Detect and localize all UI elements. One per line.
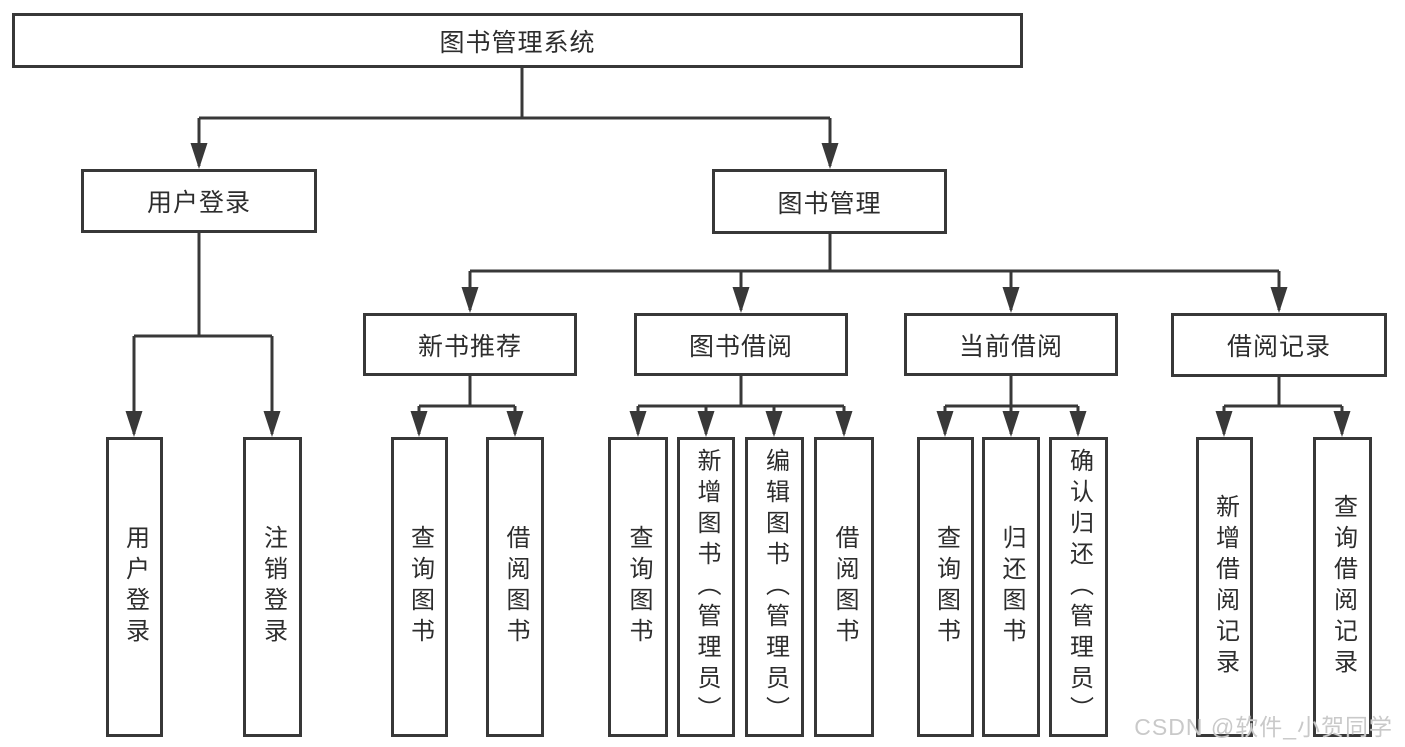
node-user-login: 用户登录: [81, 169, 317, 233]
leaf-nb-query-books: 查询图书: [391, 437, 448, 737]
leaf-user-login: 用户登录: [106, 437, 163, 737]
leaf-br-query-borrow-record-label: 查询借阅记录: [1329, 494, 1357, 680]
connector-book-borrow-group: [636, 376, 846, 434]
leaf-br-add-borrow-record: 新增借阅记录: [1196, 437, 1253, 737]
leaf-logout: 注销登录: [243, 437, 302, 737]
node-book-management-label: 图书管理: [777, 189, 882, 218]
leaf-bb-query-books: 查询图书: [608, 437, 668, 737]
connector-borrow-record-group: [1222, 377, 1344, 434]
connector-lines: [132, 68, 1344, 434]
leaf-br-query-borrow-record: 查询借阅记录: [1313, 437, 1372, 737]
watermark: CSDN @软件_小贺同学: [1134, 714, 1393, 740]
leaf-logout-label: 注销登录: [259, 525, 287, 649]
node-root-system: 图书管理系统: [12, 13, 1023, 68]
leaf-bb-edit-book-admin-label: 编辑图书（管理员）: [761, 447, 789, 727]
leaf-bb-borrow-books-label: 借阅图书: [831, 525, 858, 649]
leaf-cb-return-book: 归还图书: [982, 437, 1040, 737]
node-new-book-recommend: 新书推荐: [363, 313, 577, 376]
connector-current-borrow-group: [943, 376, 1080, 434]
connector-root-to-level2: [197, 68, 832, 166]
connector-new-book-group: [417, 376, 517, 434]
leaf-nb-query-books-label: 查询图书: [406, 525, 434, 649]
connector-user-login-to-leaves: [132, 233, 274, 434]
leaf-br-add-borrow-record-label: 新增借阅记录: [1211, 494, 1239, 680]
node-borrow-records: 借阅记录: [1171, 313, 1387, 377]
node-book-management: 图书管理: [712, 169, 947, 234]
leaf-bb-borrow-books: 借阅图书: [814, 437, 874, 737]
leaf-cb-query-books-label: 查询图书: [932, 525, 960, 649]
node-current-borrow-label: 当前借阅: [958, 332, 1063, 361]
leaf-bb-add-book-admin: 新增图书（管理员）: [677, 437, 735, 737]
leaf-bb-edit-book-admin: 编辑图书（管理员）: [745, 437, 804, 737]
node-new-book-recommend-label: 新书推荐: [417, 332, 522, 361]
node-current-borrow: 当前借阅: [904, 313, 1118, 376]
leaf-cb-query-books: 查询图书: [917, 437, 974, 737]
connector-book-mgmt-to-level3: [468, 234, 1281, 310]
node-book-borrow: 图书借阅: [634, 313, 848, 376]
leaf-bb-query-books-label: 查询图书: [625, 525, 652, 649]
node-borrow-records-label: 借阅记录: [1226, 333, 1331, 361]
leaf-user-login-label: 用户登录: [121, 525, 149, 649]
node-user-login-label: 用户登录: [146, 189, 251, 217]
leaf-cb-return-book-label: 归还图书: [998, 525, 1025, 649]
leaf-cb-confirm-return-admin: 确认归还（管理员）: [1049, 437, 1108, 737]
leaf-nb-borrow-books-label: 借阅图书: [502, 525, 529, 649]
leaf-bb-add-book-admin-label: 新增图书（管理员）: [693, 447, 720, 727]
leaf-cb-confirm-return-admin-label: 确认归还（管理员）: [1065, 447, 1093, 727]
node-root-system-label: 图书管理系统: [439, 28, 596, 57]
leaf-nb-borrow-books: 借阅图书: [486, 437, 544, 737]
node-book-borrow-label: 图书借阅: [688, 332, 793, 361]
